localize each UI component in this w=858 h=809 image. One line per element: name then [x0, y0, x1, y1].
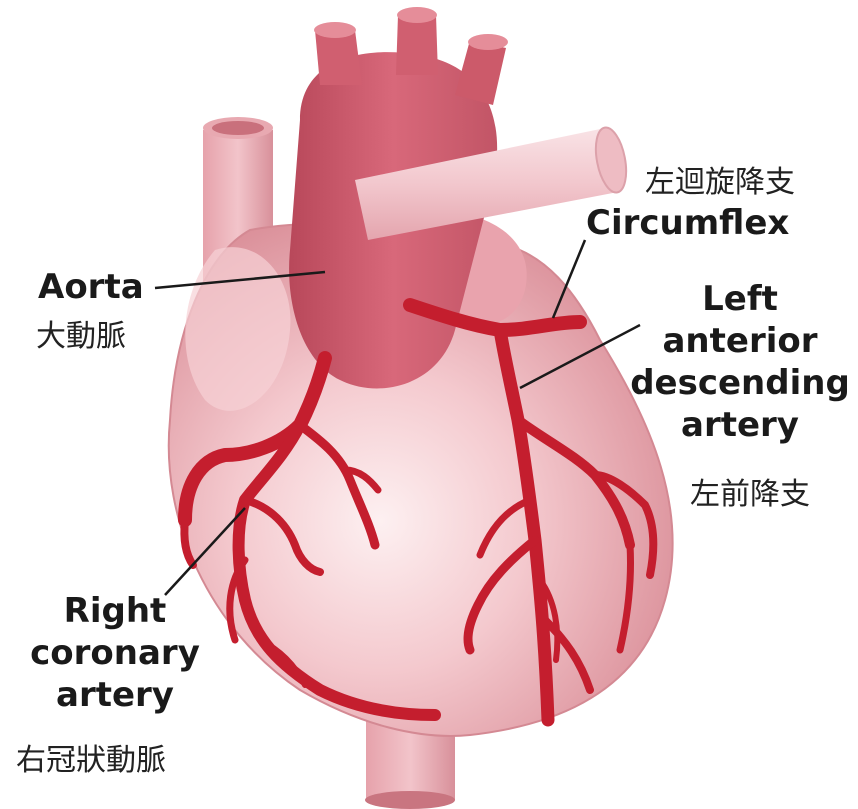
lad-label-line-3: descending — [630, 362, 850, 404]
rca-label-line-3: artery — [20, 674, 210, 716]
circumflex-label: Circumflex — [586, 202, 789, 244]
lad-label-line-1: Left — [630, 278, 850, 320]
rca-chinese-label: 右冠狀動脈 — [16, 744, 166, 778]
rca-label-line-1: Right — [20, 590, 210, 632]
aorta-chinese-label: 大動脈 — [36, 320, 126, 354]
rca-label-line-2: coronary — [20, 632, 210, 674]
lad-label-line-4: artery — [630, 404, 850, 446]
lad-chinese-label: 左前降支 — [690, 478, 810, 512]
circumflex-chinese-label: 左迴旋降支 — [645, 166, 795, 200]
lad-label-line-2: anterior — [630, 320, 850, 362]
lad-label: Left anterior descending artery — [630, 278, 850, 446]
aorta-label: Aorta — [38, 266, 144, 308]
rca-label: Right coronary artery — [20, 590, 210, 716]
